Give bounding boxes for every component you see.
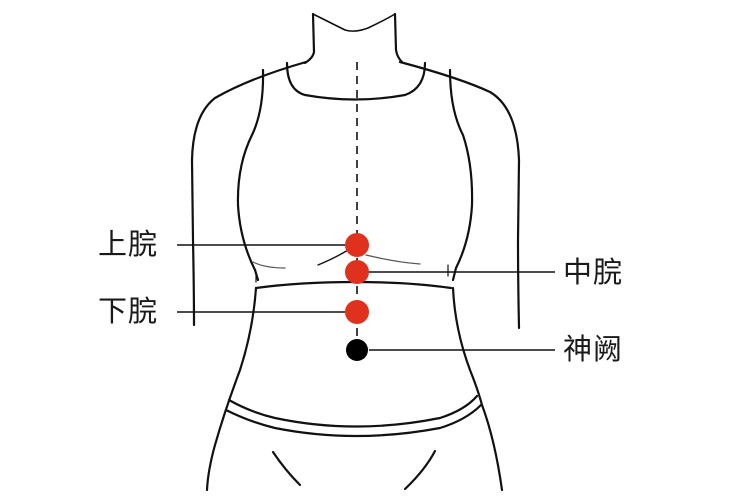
acupoint-shangwan-dot: [345, 233, 369, 257]
left-shoulder: [190, 60, 308, 327]
waistband-bottom: [224, 403, 483, 438]
label-xiawan: 下脘: [98, 294, 159, 328]
bust-line-left: [252, 261, 286, 269]
bust-line-right: [365, 254, 421, 265]
left-waist: [205, 286, 258, 492]
acupoint-shenque-dot: [346, 339, 368, 361]
left-armhole: [236, 68, 265, 282]
waistband-top: [227, 394, 479, 428]
neckline: [285, 61, 427, 101]
right-armhole: [448, 68, 474, 282]
hip-crease-left: [271, 450, 302, 487]
hip-crease-right: [403, 449, 437, 491]
neck-outline-right: [393, 12, 404, 64]
acupoint-xiawan-dot: [345, 300, 369, 324]
label-shangwan: 上脘: [98, 227, 159, 261]
label-shenque: 神阙: [563, 332, 624, 366]
neck-top: [312, 13, 396, 32]
acupoint-zhongwan-dot: [345, 260, 369, 284]
right-waist: [451, 286, 504, 492]
label-zhongwan: 中脘: [563, 255, 624, 289]
right-shoulder: [398, 60, 521, 330]
bust-line-mid: [317, 249, 349, 266]
neck-outline: [303, 12, 316, 65]
